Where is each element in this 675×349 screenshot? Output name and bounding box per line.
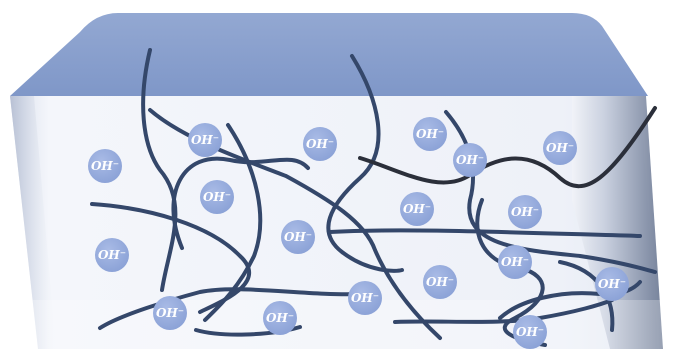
polymer-chain <box>171 156 310 250</box>
polymer-chain <box>141 48 178 292</box>
ion-circle <box>595 267 629 301</box>
gel-side-face <box>572 96 663 349</box>
hydroxide-ion: OH⁻ <box>153 296 187 330</box>
ion-circle <box>413 117 447 151</box>
ion-label: OH⁻ <box>426 275 454 289</box>
gel-bottom-fade <box>0 300 675 349</box>
hydroxide-ion: OH⁻ <box>348 281 382 315</box>
polymer-chain <box>328 228 642 238</box>
gel-body <box>10 96 658 349</box>
ion-label: OH⁻ <box>266 311 294 325</box>
ion-circle <box>453 143 487 177</box>
hydroxide-ion: OH⁻ <box>543 131 577 165</box>
ion-circle <box>400 192 434 226</box>
ion-label: OH⁻ <box>546 141 574 155</box>
ion-circle <box>88 149 122 183</box>
ion-label: OH⁻ <box>511 205 539 219</box>
hydroxide-ion: OH⁻ <box>263 301 297 335</box>
hydroxide-ion: OH⁻ <box>453 143 487 177</box>
ion-circle <box>153 296 187 330</box>
ion-circle <box>508 195 542 229</box>
hydroxide-ion: OH⁻ <box>303 127 337 161</box>
ion-label: OH⁻ <box>501 255 529 269</box>
ion-circle <box>281 220 315 254</box>
ion-label: OH⁻ <box>98 248 126 262</box>
gel-top-face <box>10 13 648 96</box>
ion-label: OH⁻ <box>416 127 444 141</box>
ion-circle <box>423 265 457 299</box>
polymer-chain <box>358 106 657 189</box>
hydroxide-ion: OH⁻ <box>498 245 532 279</box>
polymer-chain <box>326 54 404 273</box>
ion-circle <box>348 281 382 315</box>
polymer-chain <box>203 123 263 322</box>
ion-label: OH⁻ <box>403 202 431 216</box>
ion-label: OH⁻ <box>91 159 119 173</box>
gel-left-edge <box>10 96 56 349</box>
hydroxide-ion: OH⁻ <box>95 238 129 272</box>
polymer-chain <box>98 287 362 330</box>
hydroxide-ion: OH⁻ <box>513 315 547 349</box>
hydroxide-ions: OH⁻ OH⁻ OH⁻ OH⁻ OH⁻ OH⁻ OH⁻ OH⁻ OH⁻ OH⁻ OH⁻ OH⁻ OH⁻ O… <box>88 117 629 349</box>
hydroxide-ion: OH⁻ <box>508 195 542 229</box>
polymer-chain <box>498 280 642 320</box>
hydroxide-ion: OH⁻ <box>200 180 234 214</box>
ion-label: OH⁻ <box>284 230 312 244</box>
ion-circle <box>543 131 577 165</box>
ion-circle <box>200 180 234 214</box>
ion-circle <box>303 127 337 161</box>
hydroxide-ion: OH⁻ <box>423 265 457 299</box>
hydroxide-ion: OH⁻ <box>188 123 222 157</box>
ion-label: OH⁻ <box>306 137 334 151</box>
ion-circle <box>263 301 297 335</box>
ion-label: OH⁻ <box>203 190 231 204</box>
ion-circle <box>188 123 222 157</box>
polymer-chain <box>475 198 547 347</box>
hydroxide-ion: OH⁻ <box>595 267 629 301</box>
hydroxide-ion: OH⁻ <box>413 117 447 151</box>
hydroxide-ion: OH⁻ <box>281 220 315 254</box>
ion-label: OH⁻ <box>351 291 379 305</box>
ion-circle <box>498 245 532 279</box>
ion-circle <box>513 315 547 349</box>
hydroxide-ion: OH⁻ <box>88 149 122 183</box>
ion-label: OH⁻ <box>516 325 544 339</box>
ion-label: OH⁻ <box>156 306 184 320</box>
ion-circle <box>95 238 129 272</box>
ion-label: OH⁻ <box>456 153 484 167</box>
ion-label: OH⁻ <box>191 133 219 147</box>
ion-label: OH⁻ <box>598 277 626 291</box>
hydroxide-ion: OH⁻ <box>400 192 434 226</box>
